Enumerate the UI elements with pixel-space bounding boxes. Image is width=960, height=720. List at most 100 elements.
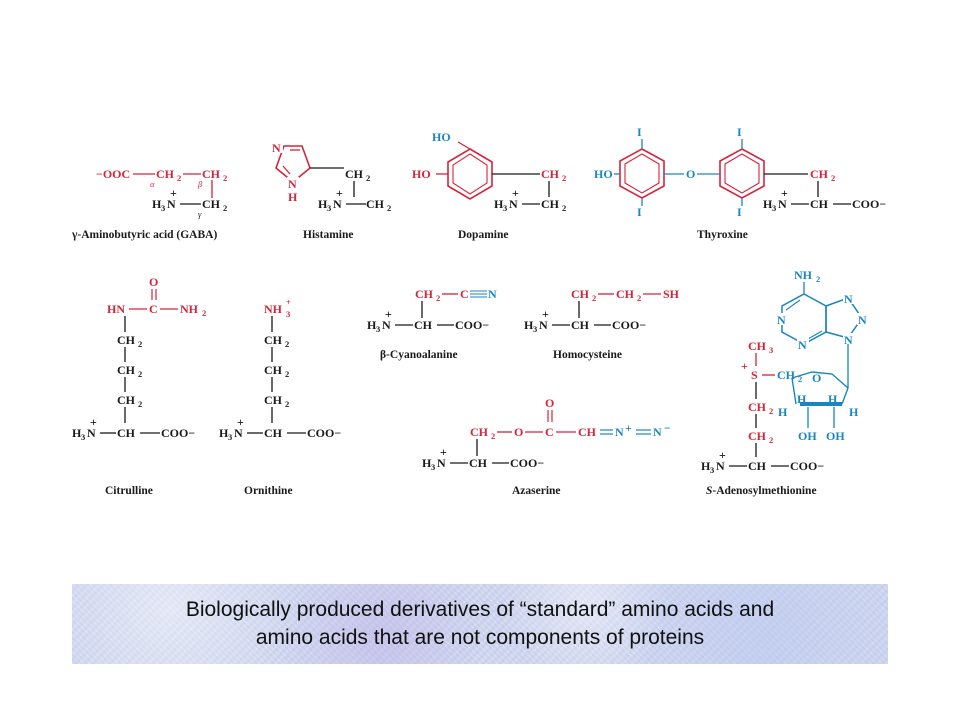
- citrulline-ch2-3: CH: [117, 393, 136, 407]
- caption-box: Biologically produced derivatives of “st…: [72, 584, 888, 664]
- citrulline-o: O: [149, 275, 158, 289]
- ornithine-name: Ornithine: [244, 485, 293, 497]
- dopamine-name: Dopamine: [458, 229, 508, 241]
- homocysteine-ch2-1: CH: [571, 287, 590, 301]
- histamine-structure: N N H CH 2 H 3 N + CH 2 Histamine: [271, 140, 391, 241]
- azaserine-sub3: 3: [431, 462, 435, 472]
- citrulline-sub: 2: [202, 308, 206, 318]
- homocysteine-h: H: [524, 318, 534, 332]
- sam-sub: 2: [798, 374, 802, 384]
- cyanoalanine-structure: CH 2 C N H 3 N + CH COO− β-Cyanoalanine: [367, 287, 497, 361]
- histamine-sub: 2: [387, 203, 391, 213]
- ornithine-sub: 2: [285, 369, 289, 379]
- cyanoalanine-carboxylate: COO−: [455, 318, 489, 332]
- citrulline-c: C: [149, 302, 158, 316]
- thyroxine-sub: 2: [831, 173, 835, 183]
- citrulline-carboxylate: COO−: [161, 426, 195, 440]
- gaba-carboxylate: −OOC: [96, 167, 130, 181]
- azaserine-ch: CH: [578, 425, 597, 439]
- azaserine-amine-n: N: [437, 456, 446, 470]
- cyanoalanine-amine-n: N: [382, 318, 391, 332]
- sam-adenine-n3: N: [798, 338, 807, 352]
- thyroxine-alpha-ch: CH: [810, 197, 829, 211]
- histamine-h: H: [318, 197, 328, 211]
- gaba-sub: 2: [223, 173, 227, 183]
- homocysteine-sub3: 3: [533, 324, 537, 334]
- sam-alpha-ch: CH: [748, 459, 767, 473]
- citrulline-structure: O HN C NH 2 CH 2 CH 2 CH 2 H 3 N + CH CO…: [72, 275, 206, 497]
- sam-name-prefix: S: [706, 485, 712, 497]
- azaserine-h: H: [422, 456, 432, 470]
- sam-amino: NH: [794, 268, 813, 282]
- azaserine-c: C: [545, 425, 554, 439]
- ornithine-h: H: [219, 426, 229, 440]
- sam-sub: 2: [816, 274, 820, 284]
- sam-sub: 2: [769, 435, 773, 445]
- molecule-figure: −OOC CH 2 CH 2 α β H 3 N + CH 2 γ γ-Amin…: [71, 125, 886, 497]
- azaserine-n2: N: [653, 425, 662, 439]
- azaserine-ch2: CH: [470, 425, 489, 439]
- dopamine-sub: 2: [562, 203, 566, 213]
- ornithine-plus-top: +: [286, 297, 291, 307]
- thyroxine-iodine-4: I: [737, 205, 742, 219]
- sam-amine-n: N: [716, 459, 725, 473]
- citrulline-ch2-1: CH: [117, 333, 136, 347]
- sam-ch2-b: CH: [748, 429, 767, 443]
- cyanoalanine-c: C: [460, 287, 469, 301]
- homocysteine-amine-n: N: [539, 318, 548, 332]
- sam-ribose-h1: H: [778, 405, 788, 419]
- dopamine-ch2: CH: [541, 167, 560, 181]
- sam-carboxylate: COO−: [790, 459, 824, 473]
- sam-ch2-a: CH: [748, 400, 767, 414]
- sam-ribose-h3: H: [828, 392, 838, 406]
- ornithine-ch2-3: CH: [264, 393, 283, 407]
- citrulline-sub: 2: [138, 339, 142, 349]
- gaba-ooc-red: −OOC CH 2 CH 2 α β: [96, 167, 227, 189]
- gaba-ch2-alpha: CH: [156, 167, 175, 181]
- dopamine-plus: +: [512, 186, 519, 200]
- homocysteine-plus: +: [542, 307, 549, 321]
- caption-line-1: Biologically produced derivatives of “st…: [185, 598, 775, 621]
- cyanoalanine-alpha-ch: CH: [414, 318, 433, 332]
- sam-name-rest: -Adenosylmethionine: [712, 485, 816, 497]
- cyanoalanine-nitrile-n: N: [488, 287, 497, 301]
- sam-sulfonium-plus: +: [741, 359, 748, 373]
- thyroxine-name: Thyroxine: [697, 229, 748, 241]
- sam-ribose-oh2: OH: [798, 429, 817, 443]
- azaserine-carbonyl-o: O: [545, 396, 554, 410]
- citrulline-sub: 2: [138, 369, 142, 379]
- gaba-sub: 2: [223, 203, 227, 213]
- citrulline-name: Citrulline: [105, 485, 153, 497]
- ornithine-sub3b: 3: [228, 432, 232, 442]
- thyroxine-carboxylate: COO−: [852, 197, 886, 211]
- caption-line-2: amino acids that are not components of p…: [255, 626, 705, 649]
- thyroxine-iodine-2: I: [637, 205, 642, 219]
- citrulline-ch2-2: CH: [117, 363, 136, 377]
- ornithine-sub3: 3: [286, 309, 290, 319]
- azaserine-alpha-ch: CH: [469, 456, 488, 470]
- sam-sulfur: S: [751, 368, 758, 382]
- thyroxine-iodine-1: I: [637, 125, 642, 139]
- azaserine-n-minus: −: [664, 421, 671, 435]
- gaba-amine-n: N: [167, 197, 176, 211]
- thyroxine-amine-n: N: [778, 197, 787, 211]
- citrulline-amine-n: N: [87, 426, 96, 440]
- sam-ribose-ch2: CH: [777, 368, 796, 382]
- thyroxine-ether-o: O: [686, 167, 695, 181]
- dopamine-hydroxyl-2: HO: [412, 167, 431, 181]
- azaserine-ester-o: O: [514, 425, 523, 439]
- thyroxine-h: H: [763, 197, 773, 211]
- sam-sub: 2: [769, 406, 773, 416]
- ornithine-ch2-2: CH: [264, 363, 283, 377]
- thyroxine-sub3: 3: [772, 203, 776, 213]
- sam-adenine-n1: N: [777, 313, 786, 327]
- ornithine-amine-n: N: [234, 426, 243, 440]
- azaserine-name: Azaserine: [512, 485, 561, 497]
- ornithine-alpha-ch: CH: [264, 426, 283, 440]
- gaba-structure: −OOC CH 2 CH 2 α β H 3 N + CH 2 γ γ-Amin…: [71, 167, 227, 241]
- citrulline-nh2: NH: [180, 302, 199, 316]
- azaserine-carboxylate: COO−: [510, 456, 544, 470]
- homocysteine-sub: 2: [592, 293, 596, 303]
- gaba-sub: 2: [177, 173, 181, 183]
